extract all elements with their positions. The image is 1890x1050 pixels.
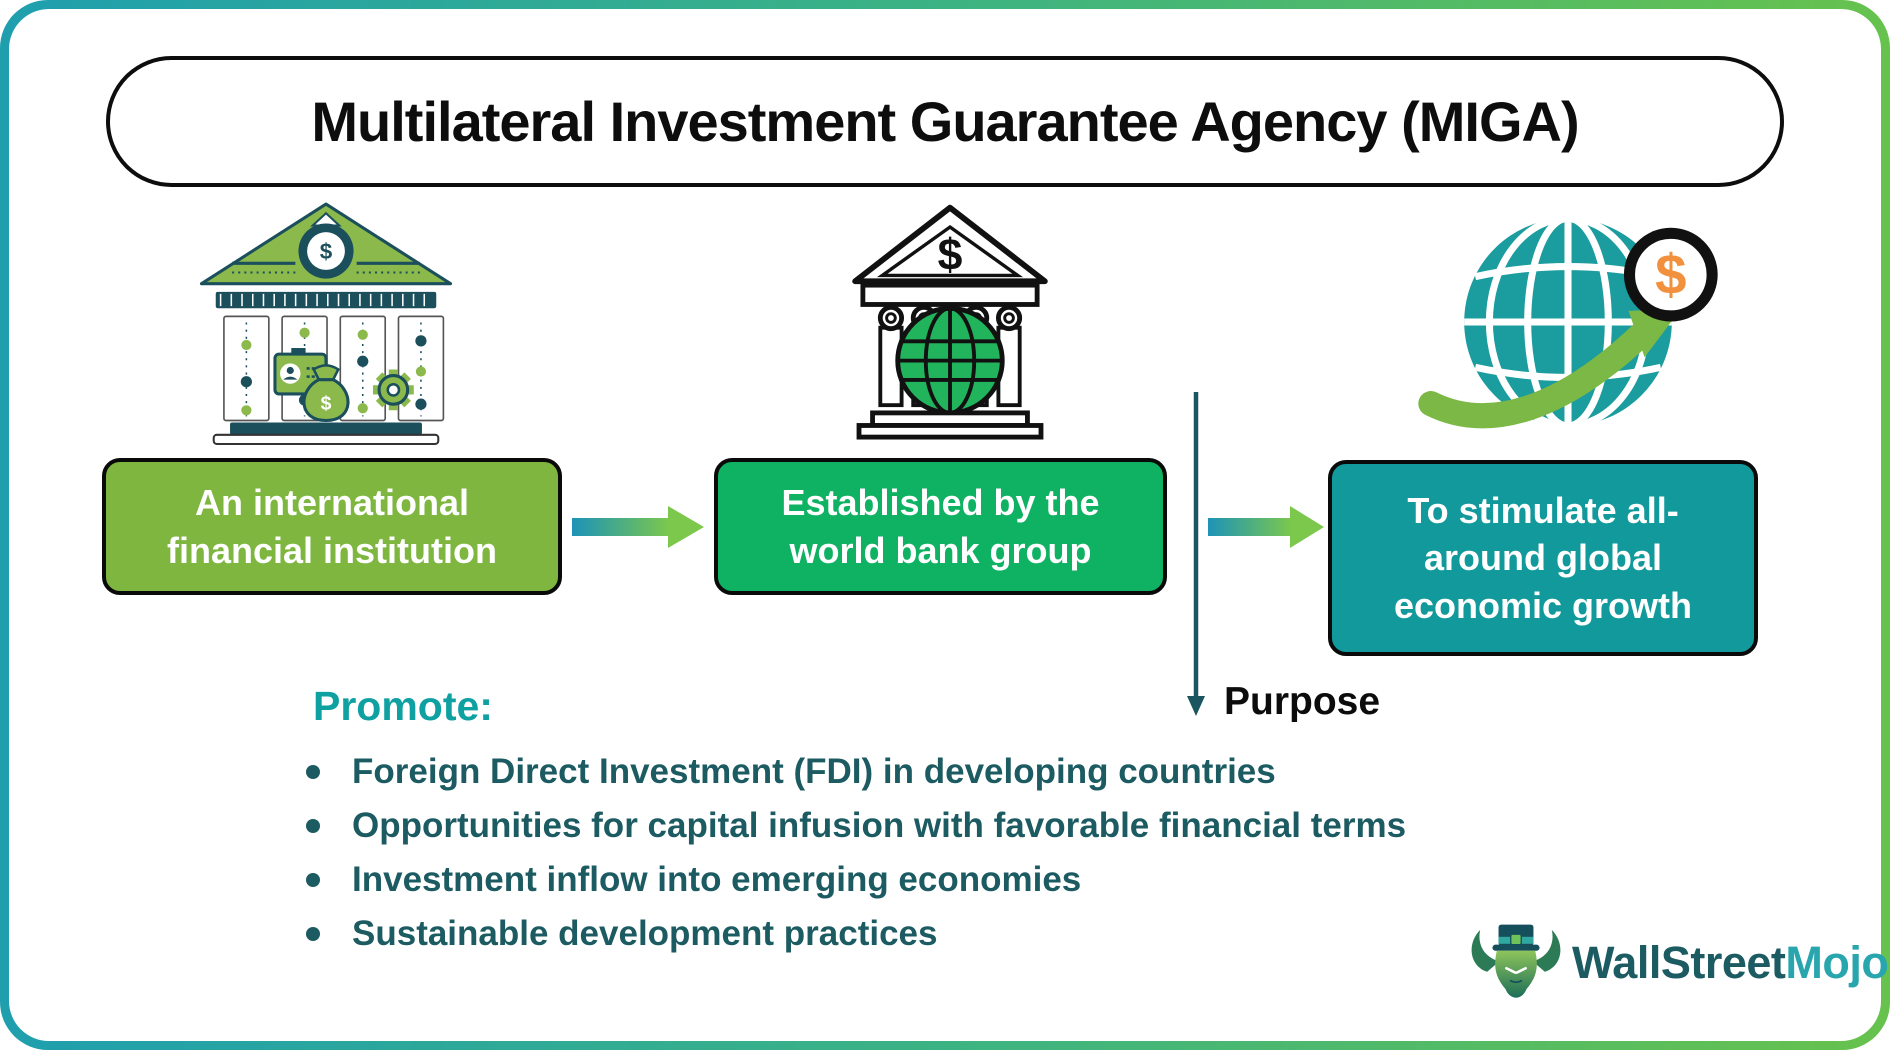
list-item: Sustainable development practices [300, 914, 1700, 953]
flow-step-1: An international financial institution [102, 458, 562, 595]
dollar-glyph: $ [1655, 243, 1686, 306]
dollar-coin-icon: $ [1623, 227, 1718, 322]
flow-step-2-label: Established by the world bank group [781, 481, 1100, 571]
dollar-glyph: $ [320, 239, 333, 264]
promote-list: Foreign Direct Investment (FDI) in devel… [300, 752, 1700, 968]
global-growth-icon: $ [1412, 196, 1724, 448]
list-item: Foreign Direct Investment (FDI) in devel… [300, 752, 1700, 791]
page-title: Multilateral Investment Guarantee Agency… [311, 90, 1579, 153]
purpose-label: Purpose [1224, 680, 1381, 723]
logo-text: WallStreetMojo [1572, 937, 1889, 989]
list-item: Investment inflow into emerging economie… [300, 860, 1700, 899]
flow-step-1-label: An international financial institution [167, 481, 497, 571]
financial-institution-icon-svg: $ [199, 202, 453, 445]
flow-step-2: Established by the world bank group [714, 458, 1167, 595]
global-growth-icon-svg: $ [1418, 214, 1718, 430]
list-item: Opportunities for capital infusion with … [300, 806, 1700, 845]
flow-step-3: To stimulate all-around global economic … [1328, 460, 1758, 656]
flow-arrow-1-icon [572, 506, 704, 548]
dollar-glyph: $ [938, 231, 963, 280]
logo-text-part2: Mojo [1785, 937, 1889, 988]
purpose-arrow-icon [1187, 392, 1205, 716]
financial-institution-icon: $ [192, 200, 460, 445]
world-bank-icon: $ [838, 198, 1062, 440]
title-pill: Multilateral Investment Guarantee Agency… [106, 56, 1784, 187]
world-bank-icon-svg: $ [852, 204, 1048, 440]
flow-step-3-label: To stimulate all-around global economic … [1393, 489, 1693, 626]
logo-text-part1: WallStreet [1572, 937, 1786, 988]
bull-mascot-icon [1471, 924, 1561, 998]
dollar-glyph: $ [321, 392, 332, 414]
promote-heading: Promote: [313, 683, 493, 729]
wallstreetmojo-logo: WallStreetMojo [1468, 918, 1889, 1008]
gear-icon [372, 369, 414, 411]
flow-arrow-2-icon [1208, 506, 1324, 548]
money-bag-icon: $ [302, 364, 350, 423]
